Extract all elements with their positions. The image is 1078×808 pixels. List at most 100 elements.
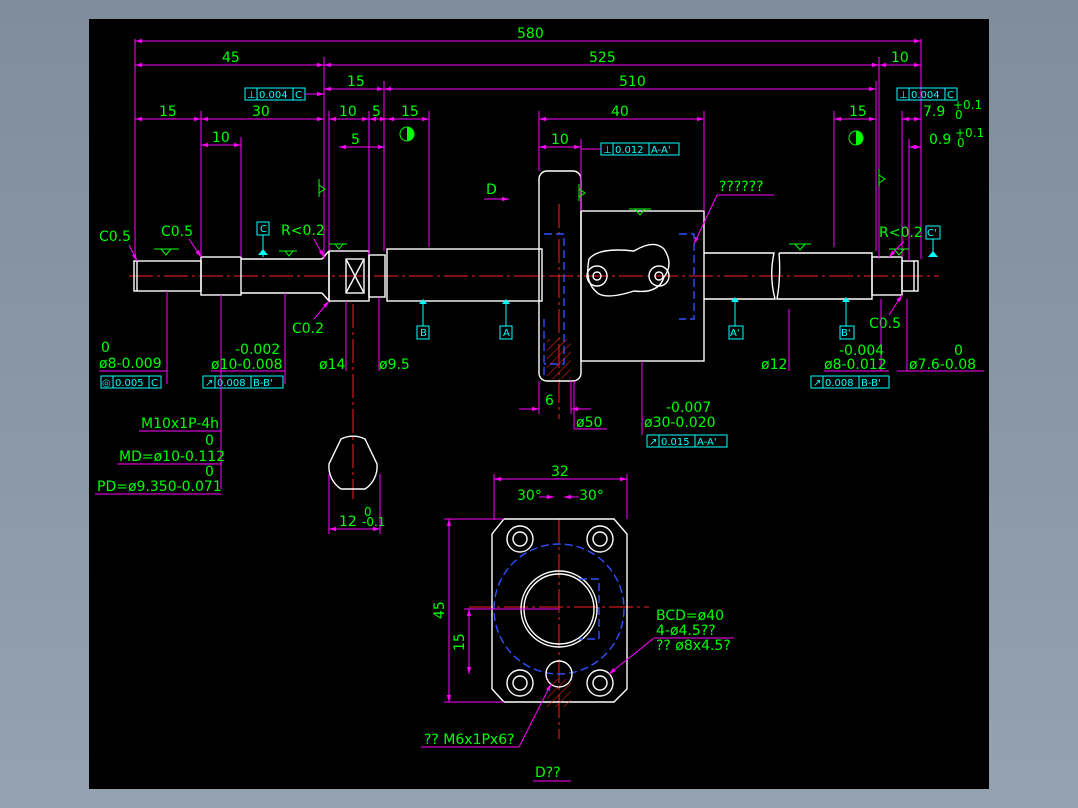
datum-tags: B A A' B' C C' — [256, 221, 941, 340]
svg-text:0.004: 0.004 — [911, 90, 940, 101]
svg-text:C: C — [260, 224, 267, 235]
label-thread: M10x1P-4h — [141, 416, 219, 432]
dim-40: 40 — [611, 104, 629, 120]
svg-text:-0.007: -0.007 — [666, 400, 711, 416]
svg-text:↗: ↗ — [813, 378, 821, 389]
svg-text:0.004: 0.004 — [259, 90, 288, 101]
svg-text:A': A' — [730, 328, 740, 339]
top-dimensions: 580 45 525 10 15 510 15 30 10 10 5 15 5 — [134, 26, 984, 261]
flange-view-d: 32 30° 30° 45 15 BCD=ø40 4-ø4.5?? ?? ø8x… — [421, 464, 734, 782]
dim-15-flange: 15 — [452, 633, 468, 651]
label-cbore: ?? ø8x4.5? — [656, 638, 731, 654]
dim-15b: 15 — [159, 104, 177, 120]
label-d30: ø30-0.020 — [644, 415, 716, 431]
label-tap: ?? M6x1Px6? — [424, 732, 515, 748]
section-view: 12 0 -0.1 — [328, 435, 385, 534]
dim-525: 525 — [589, 50, 616, 66]
dim-7-9: 7.9 — [923, 104, 945, 120]
label-c05-right: C0.5 — [869, 316, 901, 332]
dim-30: 30 — [252, 104, 270, 120]
svg-text:B-B': B-B' — [861, 378, 881, 389]
dim-0-9: 0.9 — [929, 132, 951, 148]
dim-5a: 5 — [372, 104, 381, 120]
dim-45-flange: 45 — [432, 601, 448, 619]
label-d9-5: ø9.5 — [379, 357, 410, 373]
svg-text:B-B': B-B' — [253, 378, 273, 389]
svg-text:0: 0 — [101, 340, 110, 356]
dim-10b: 10 — [212, 130, 230, 146]
dim-10c: 10 — [339, 104, 357, 120]
gdt-perp-left: ⊥ 0.004 C — [244, 87, 324, 101]
gdt-perp-right: ⊥ 0.004 C — [896, 87, 958, 101]
svg-text:B': B' — [841, 328, 851, 339]
screw-shaft — [133, 248, 919, 303]
svg-text:0.005: 0.005 — [115, 378, 144, 389]
ball-nut — [538, 170, 705, 382]
shaft-annotations: C0.5 C0.5 R<0.2 R<0.2 C0.2 C0.5 D ??????… — [95, 179, 984, 495]
label-r02-left: R<0.2 — [281, 223, 325, 239]
ball-screw-drawing: 580 45 525 10 15 510 15 30 10 10 5 15 5 — [95, 26, 984, 782]
gdt-conc-left: ◎ 0.005 C — [100, 375, 162, 389]
dim-30-right: 30° — [579, 488, 604, 504]
svg-text:-0.004: -0.004 — [839, 343, 884, 359]
svg-text:0.008: 0.008 — [217, 378, 246, 389]
label-d6: 6 — [545, 393, 554, 409]
label-holes: 4-ø4.5?? — [656, 623, 716, 639]
svg-text:⊥: ⊥ — [899, 90, 908, 101]
svg-text:↗: ↗ — [205, 378, 213, 389]
label-nut-note: ?????? — [719, 179, 764, 195]
label-bcd: BCD=ø40 — [656, 608, 724, 624]
dim-15a: 15 — [347, 74, 365, 90]
svg-text:A-A': A-A' — [651, 145, 671, 156]
svg-text:⊥: ⊥ — [247, 90, 256, 101]
svg-text:0: 0 — [954, 343, 963, 359]
svg-text:◎: ◎ — [102, 378, 111, 389]
view-title: D?? — [535, 765, 561, 781]
svg-text:↗: ↗ — [649, 437, 657, 448]
dim-0-9-tol-up: +0.1 — [955, 126, 984, 140]
label-d12: ø12 — [761, 357, 787, 373]
svg-text:C: C — [151, 378, 158, 389]
dim-15d: 15 — [849, 104, 867, 120]
svg-text:0: 0 — [364, 505, 372, 519]
dim-30-left: 30° — [517, 488, 542, 504]
svg-text:A-A': A-A' — [697, 437, 717, 448]
label-d7-6: ø7.6-0.08 — [909, 357, 976, 373]
svg-text:-0.1: -0.1 — [362, 515, 385, 529]
dim-10: 10 — [891, 50, 909, 66]
gdt-runout-right: ↗ 0.008 B-B' — [810, 375, 890, 389]
label-view-d: D — [486, 182, 497, 198]
label-pd: PD=ø9.350-0.071 — [97, 479, 222, 495]
svg-text:B: B — [420, 328, 427, 339]
drawing-canvas[interactable]: 580 45 525 10 15 510 15 30 10 10 5 15 5 — [89, 19, 989, 789]
dim-10d: 10 — [551, 132, 569, 148]
svg-text:C': C' — [927, 228, 937, 239]
svg-text:0: 0 — [205, 433, 214, 449]
label-d50: ø50 — [576, 415, 602, 431]
label-r02-right: R<0.2 — [879, 225, 923, 241]
svg-text:-0.002: -0.002 — [235, 342, 280, 358]
dim-7-9-tol-up: +0.1 — [953, 98, 982, 112]
label-md: MD=ø10-0.112 — [119, 449, 225, 465]
svg-text:0.008: 0.008 — [825, 378, 854, 389]
svg-text:C: C — [947, 90, 954, 101]
dim-45: 45 — [222, 50, 240, 66]
dim-7-9-tol-lo: 0 — [955, 108, 963, 122]
label-flat: 12 — [339, 514, 357, 530]
dim-32: 32 — [551, 464, 569, 480]
label-d8: ø8-0.009 — [99, 356, 162, 372]
dim-15c: 15 — [401, 104, 419, 120]
label-c05-mid: C0.5 — [161, 224, 193, 240]
dim-0-9-tol-lo: 0 — [957, 136, 965, 150]
svg-text:0.015: 0.015 — [661, 437, 690, 448]
label-c05-left: C0.5 — [99, 229, 131, 245]
dim-5b: 5 — [351, 132, 360, 148]
svg-text:0: 0 — [205, 464, 214, 480]
label-d14: ø14 — [319, 357, 345, 373]
gdt-perp-nut: ⊥ 0.012 A-A' — [581, 142, 680, 156]
label-d8-right: ø8-0.012 — [824, 357, 887, 373]
label-d10: ø10-0.008 — [211, 357, 283, 373]
svg-text:⊥: ⊥ — [603, 145, 612, 156]
label-c02: C0.2 — [292, 321, 324, 337]
gdt-runout-left: ↗ 0.008 B-B' — [202, 375, 284, 389]
